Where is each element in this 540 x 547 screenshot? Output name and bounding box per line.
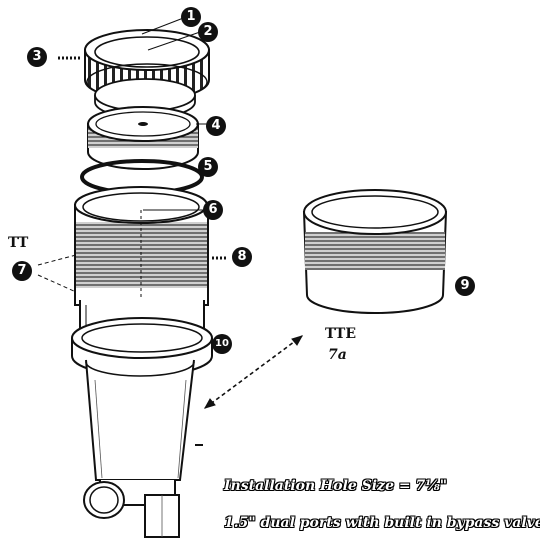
- model-label-tt: TT: [8, 235, 29, 251]
- threaded-housing: [74, 186, 209, 306]
- callout-2: 2: [198, 22, 218, 42]
- callout-7: 7: [12, 261, 32, 281]
- leader-lines: [37, 16, 304, 409]
- callout-6: 6: [203, 200, 223, 220]
- callout-10: 10: [212, 334, 232, 354]
- callout-9: 9: [455, 276, 475, 296]
- callout-4: 4: [206, 116, 226, 136]
- installation-hole-size-note: Installation Hole Size = 7⅛": [224, 478, 447, 494]
- model-label-tte: TTE: [325, 326, 357, 342]
- dual-ports: [83, 444, 203, 538]
- dual-ports-note: 1.5" dual ports with built in bypass val…: [224, 515, 540, 531]
- callout-3: 3: [27, 47, 47, 67]
- callout-5: 5: [198, 157, 218, 177]
- replacement-cartridge: [302, 189, 448, 314]
- mounting-collar: [71, 317, 213, 377]
- threaded-lid: [87, 106, 199, 170]
- lower-tank: [85, 359, 195, 481]
- callout-1: 1: [181, 7, 201, 27]
- model-label-tte-number: 7a: [328, 347, 347, 363]
- callout-8: 8: [232, 247, 252, 267]
